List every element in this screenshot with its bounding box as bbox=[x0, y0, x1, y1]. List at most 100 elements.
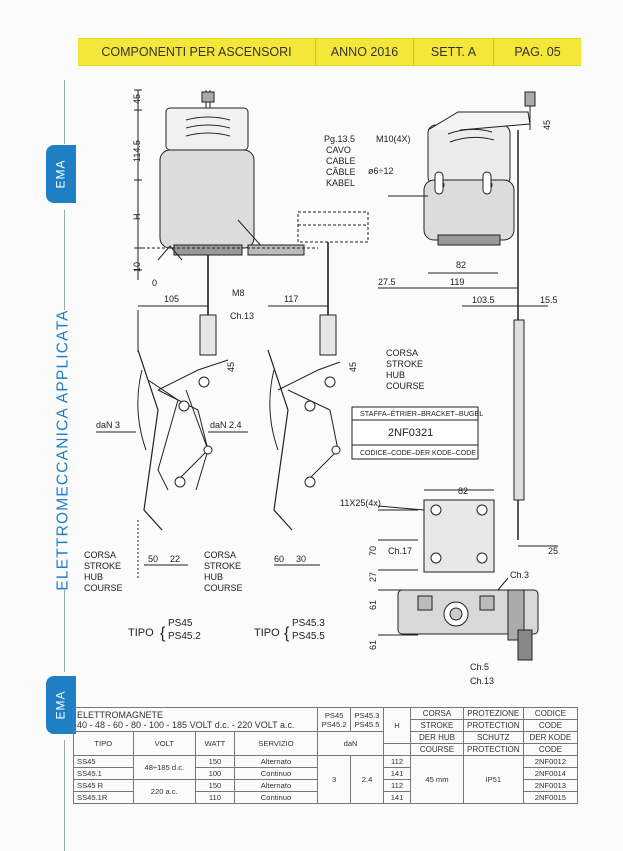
svg-text:CORSA: CORSA bbox=[84, 550, 116, 560]
margin-line bbox=[64, 740, 65, 851]
label-dan-3: daN 3 bbox=[96, 420, 120, 430]
svg-text:HUB: HUB bbox=[84, 572, 103, 582]
dim-30: 30 bbox=[296, 554, 306, 564]
ps-a-head: PS45 PS45.2 bbox=[317, 707, 352, 732]
dim-45c: 45 bbox=[348, 362, 358, 372]
svg-text:CÂBLE: CÂBLE bbox=[326, 167, 356, 177]
svg-text:COURSE: COURSE bbox=[84, 583, 123, 593]
svg-text:PS45.3: PS45.3 bbox=[292, 618, 325, 629]
table-title: ELETTROMAGNETE bbox=[77, 709, 164, 720]
label-phi: ø6÷12 bbox=[368, 166, 393, 176]
table-row: SS45 48÷185 d.c. 150 Alternato 3 2.4 112… bbox=[73, 755, 579, 804]
margin-line bbox=[64, 590, 65, 672]
technical-drawing: 45 114.5 H 10 0 105 117 M8 Ch.13 45 45 d… bbox=[78, 70, 598, 702]
label-m10: M10(4X) bbox=[376, 134, 411, 144]
svg-text:STROKE: STROKE bbox=[204, 561, 241, 571]
dim-60: 60 bbox=[274, 554, 284, 564]
dim-61a: 61 bbox=[368, 600, 378, 610]
magnet-body bbox=[159, 149, 255, 249]
dim-70: 70 bbox=[368, 546, 378, 556]
dim-105: 105 bbox=[164, 294, 179, 304]
dim-82a: 82 bbox=[456, 260, 466, 270]
dim-50: 50 bbox=[148, 554, 158, 564]
svg-text:{: { bbox=[284, 625, 290, 642]
tipo-label-1: TIPO bbox=[128, 627, 154, 639]
label-ch17: Ch.17 bbox=[388, 546, 412, 556]
dim-ch13: Ch.13 bbox=[230, 311, 254, 321]
label-slot: 11X25(4x) bbox=[340, 498, 381, 508]
ema-tab-top: EMA bbox=[46, 145, 76, 203]
svg-text:HUB: HUB bbox=[204, 572, 223, 582]
dan-a: 3 bbox=[317, 755, 352, 804]
ema-tab-bottom: EMA bbox=[46, 676, 76, 734]
spec-table: ELETTROMAGNETE 40 - 48 - 60 - 80 - 100 -… bbox=[72, 707, 579, 804]
svg-text:STROKE: STROKE bbox=[386, 359, 423, 369]
header-page: PAG. 05 bbox=[514, 45, 561, 59]
drawing-svg: 45 114.5 H 10 0 105 117 M8 Ch.13 45 45 d… bbox=[84, 89, 558, 686]
table-voltages: 40 - 48 - 60 - 80 - 100 - 185 VOLT d.c. … bbox=[77, 719, 295, 730]
dim-103-5: 103.5 bbox=[472, 295, 495, 305]
table-row: SS45 R 220 a.c. 150 Alternato 112 2NF001… bbox=[73, 779, 579, 804]
dim-45: 45 bbox=[132, 94, 142, 104]
dan-b: 2.4 bbox=[350, 755, 384, 804]
header-title: COMPONENTI PER ASCENSORI bbox=[78, 39, 316, 65]
col-watt: WATT bbox=[195, 731, 235, 756]
label-ch3: Ch.3 bbox=[510, 570, 529, 580]
dim-45d: 45 bbox=[542, 120, 552, 130]
magnet-base bbox=[173, 244, 243, 256]
dim-61b: 61 bbox=[368, 640, 378, 650]
dim-15-5: 15.5 bbox=[540, 295, 558, 305]
ps-b-head: PS45.3 PS45.5 bbox=[350, 707, 384, 732]
label-ch5: Ch.5 bbox=[470, 662, 489, 672]
bracket-footer: CODICE–CODE–DER KODE–CODE bbox=[360, 450, 476, 457]
dim-22: 22 bbox=[170, 554, 180, 564]
dim-10: 10 bbox=[132, 262, 142, 272]
dim-0: 0 bbox=[152, 278, 157, 288]
label-ch13b: Ch.13 bbox=[470, 676, 494, 686]
dim-h: H bbox=[132, 214, 142, 221]
dim-119: 119 bbox=[450, 277, 464, 287]
dim-82b: 82 bbox=[458, 486, 468, 496]
dim-25: 25 bbox=[548, 546, 558, 556]
svg-text:COURSE: COURSE bbox=[204, 583, 243, 593]
col-volt: VOLT bbox=[132, 731, 197, 756]
svg-text:CORSA: CORSA bbox=[386, 348, 418, 358]
magnet-head bbox=[165, 107, 249, 151]
header-year: ANNO 2016 bbox=[316, 39, 414, 65]
col-dan: daN bbox=[317, 731, 384, 756]
margin-line bbox=[64, 210, 65, 310]
svg-text:PS45.5: PS45.5 bbox=[292, 631, 325, 642]
bracket-code: 2NF0321 bbox=[388, 427, 433, 439]
brand-vertical: ELETTROMECCANICA APPLICATA bbox=[55, 309, 72, 591]
dim-45b: 45 bbox=[226, 362, 236, 372]
protection-value: IP51 bbox=[462, 755, 524, 804]
col-servizio: SERVIZIO bbox=[233, 731, 319, 756]
svg-text:CORSA: CORSA bbox=[204, 550, 236, 560]
margin-line bbox=[64, 80, 65, 144]
table-row: SS45.1R 110 Continuo 141 2NF0015 bbox=[73, 791, 579, 804]
bracket-title: STAFFA–ÉTRIER–BRACKET–BUGEL bbox=[360, 409, 483, 418]
page-header: COMPONENTI PER ASCENSORI ANNO 2016 SETT.… bbox=[78, 38, 581, 66]
stroke-value: 45 mm bbox=[410, 755, 464, 804]
svg-text:PS45: PS45 bbox=[168, 618, 193, 629]
svg-text:COURSE: COURSE bbox=[386, 381, 425, 391]
col-tipo: TIPO bbox=[73, 731, 134, 756]
svg-text:CABLE: CABLE bbox=[326, 156, 356, 166]
svg-text:HUB: HUB bbox=[386, 370, 405, 380]
svg-text:KABEL: KABEL bbox=[326, 178, 355, 188]
dim-27-5: 27.5 bbox=[378, 277, 396, 287]
svg-text:STROKE: STROKE bbox=[84, 561, 121, 571]
header-section: SETT. A bbox=[414, 39, 494, 65]
h-head: H bbox=[382, 707, 412, 744]
svg-text:{: { bbox=[160, 625, 166, 642]
dim-27: 27 bbox=[368, 572, 378, 582]
volt-dc: 48÷185 d.c. bbox=[132, 755, 197, 780]
dim-117: 117 bbox=[284, 294, 298, 304]
svg-text:PS45.2: PS45.2 bbox=[168, 631, 201, 642]
tipo-label-2: TIPO bbox=[254, 627, 280, 639]
volt-ac: 220 a.c. bbox=[132, 779, 197, 804]
label-dan-2-4: daN 2.4 bbox=[210, 420, 242, 430]
dim-m8: M8 bbox=[232, 288, 245, 298]
label-pg: Pg.13.5 bbox=[324, 134, 355, 144]
